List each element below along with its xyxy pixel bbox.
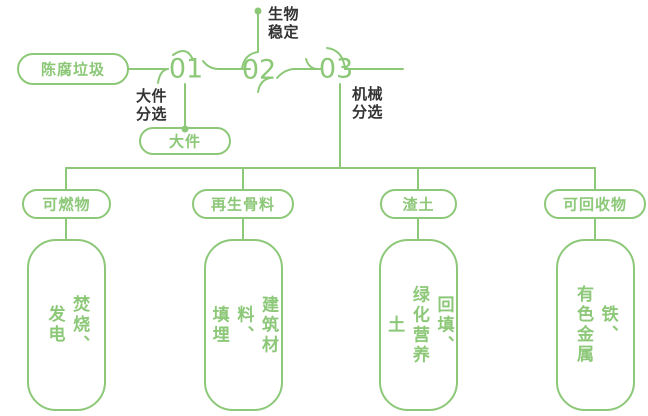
destination-box-1-shape [27,239,106,411]
destination-box-4-shape [556,239,635,411]
destination-box-3-shape [379,239,458,411]
category-pill-1-label: 可燃物 [42,195,91,214]
step-02-right-curve [276,68,323,79]
step-01-process-label: 大件 分选 [136,87,168,123]
category-pill-4-label: 可回收物 [562,195,628,214]
output-pill-daijian-shape [139,127,231,155]
destination-box-2-label: 建筑材料、 填埋 [208,295,278,355]
destination-box-2-shape [204,239,283,411]
output-pill-daijian-label: 大件 [168,132,202,151]
category-pill-3-label: 渣土 [402,195,435,214]
step-number-02: 02 [241,54,277,86]
source-pill-label: 陈腐垃圾 [40,60,106,79]
destination-box-4-label: 铁、 有色金属 [573,285,618,365]
step-02-bracket-bottom [257,77,271,93]
step-02-bracket-top [241,51,259,70]
destination-box-3-label: 回填、 绿化营养土 [384,285,454,365]
step-number-03: 03 [318,53,354,85]
step-02-process-label: 生物 稳定 [268,5,300,41]
step-03-bracket-top [326,47,346,70]
step-01-bracket-bottom [157,68,169,84]
step-number-01: 01 [168,53,204,85]
riser-dot-step-02 [254,7,262,15]
step-01-bracket-top [172,50,194,61]
step-03-process-label: 机械 分选 [352,85,384,121]
destination-box-1-label: 焚烧、 发电 [44,295,90,355]
step-03-bracket-left [305,58,319,70]
category-pill-2-label: 再生骨料 [210,195,276,214]
